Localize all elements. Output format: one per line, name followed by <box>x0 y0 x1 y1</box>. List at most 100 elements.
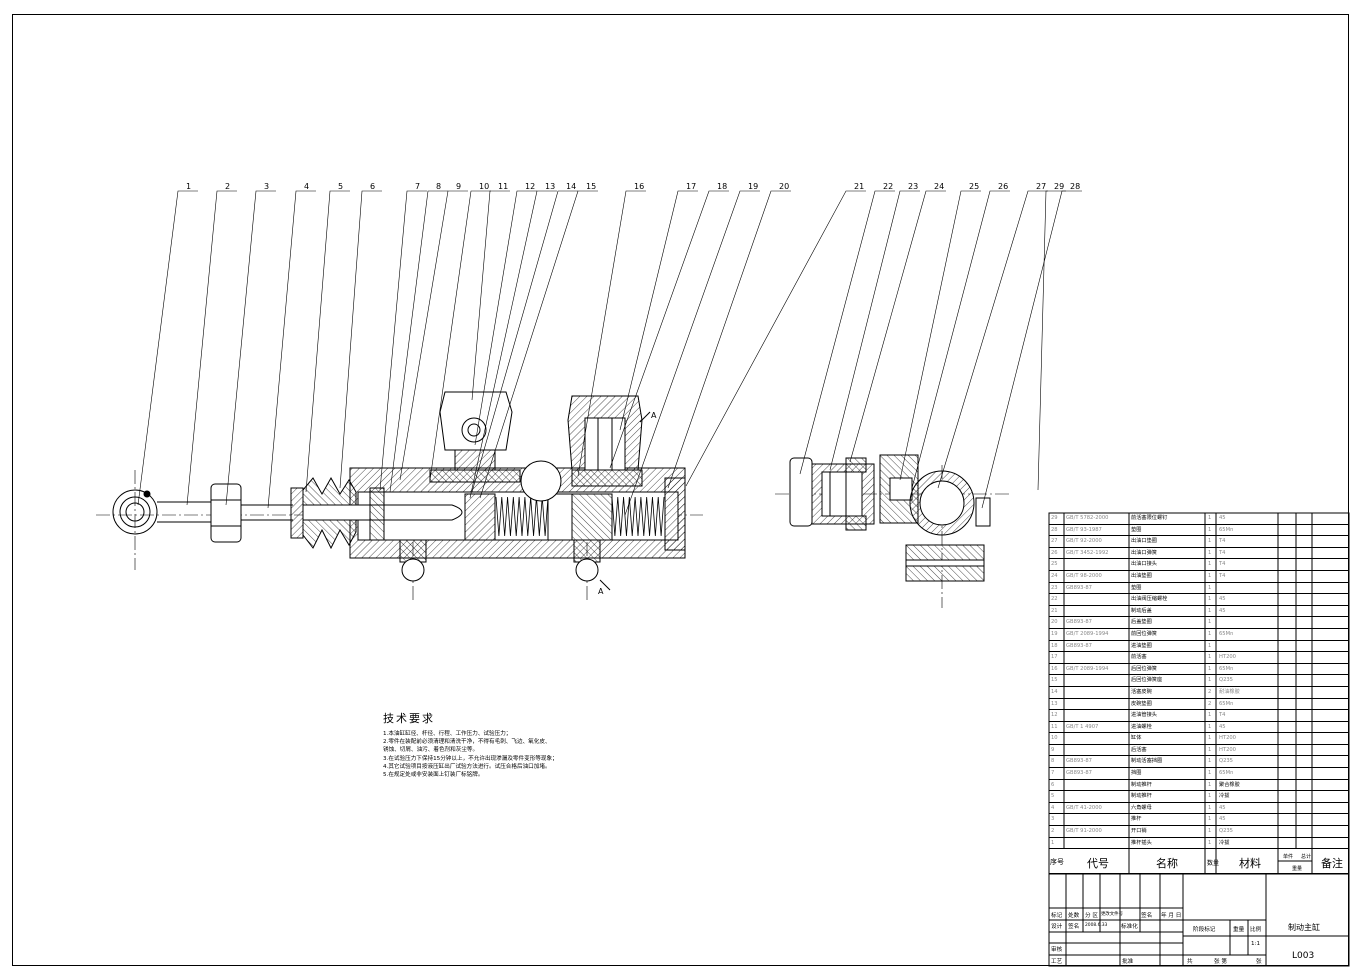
callout-label-20: 20 <box>779 182 789 191</box>
callout-label-2: 2 <box>225 182 230 191</box>
parts-cell-name: 皮碗垫圈 <box>1131 700 1152 707</box>
parts-cell-code: GB893-87 <box>1066 619 1092 626</box>
leader-line-13 <box>469 190 557 499</box>
parts-cell-mat: T4 <box>1219 712 1226 719</box>
leader-line-15 <box>479 190 598 499</box>
parts-cell-mat: T4 <box>1219 572 1226 579</box>
callout-label-3: 3 <box>264 182 269 191</box>
notes-title: 技术要求 <box>383 712 435 725</box>
parts-cell-code: GB/T 91-2000 <box>1066 828 1102 835</box>
parts-cell-no: 19 <box>1051 630 1058 637</box>
parts-cell-mat: HT200 <box>1219 654 1236 661</box>
parts-cell-no: 28 <box>1051 526 1058 533</box>
header-material: 材料 <box>1239 857 1261 870</box>
header-qty: 数量 <box>1207 860 1220 867</box>
leader-line-12 <box>474 190 537 446</box>
note-line: 3.在试验压力下保持15分钟以上，不允许出现渗漏及零件变形等现象； <box>383 755 558 762</box>
piston-rod <box>302 487 463 541</box>
leader-line-5 <box>305 190 350 493</box>
hex-nut <box>210 483 242 543</box>
section-mark-a-top: A <box>651 411 657 420</box>
note-line: 2.零件在装配前必须清理和清洗干净，不得有毛刺、飞边、氧化皮、 <box>383 739 551 746</box>
callout-label-5: 5 <box>338 182 343 191</box>
parts-cell-no: 24 <box>1051 572 1058 579</box>
leader-line-24 <box>849 190 946 463</box>
leader-line-18 <box>609 190 729 469</box>
parts-cell-qty: 1 <box>1208 828 1212 835</box>
callout-label-21: 21 <box>854 182 864 191</box>
callout-label-9: 9 <box>456 182 461 191</box>
leader-line-6 <box>339 190 382 489</box>
parts-cell-name: 出油口垫圈 <box>1131 538 1157 545</box>
parts-cell-code: GB/T 1 4907 <box>1066 723 1099 730</box>
push-rod-eye <box>112 489 212 535</box>
parts-cell-code: GB/T 41-2000 <box>1066 804 1102 811</box>
leader-line-14 <box>471 190 578 493</box>
parts-cell-code: GB/T 98-2000 <box>1066 572 1102 579</box>
tb-design-date: 2008.6.33 <box>1085 923 1108 928</box>
parts-cell-name: 进油管接头 <box>1131 712 1157 719</box>
parts-cell-mat: 65Mn <box>1219 770 1234 777</box>
parts-cell-qty: 2 <box>1208 700 1212 707</box>
parts-cell-no: 15 <box>1051 677 1058 684</box>
rear-piston <box>464 477 686 551</box>
sheet-border <box>12 14 1349 966</box>
parts-cell-name: 挡圈 <box>1131 770 1142 777</box>
leader-line-10 <box>429 190 491 481</box>
callout-label-29: 29 <box>1054 182 1064 191</box>
parts-cell-mat: T4 <box>1219 561 1226 568</box>
parts-cell-name: 缸体 <box>1131 735 1142 742</box>
tb-ratio: 比例 <box>1250 927 1262 933</box>
tb-change-doc: 更改文件号 <box>1101 912 1123 917</box>
parts-cell-mat: 冷拔 <box>1219 793 1230 800</box>
section-mark-a-bottom: A <box>598 587 604 596</box>
parts-cell-name: 后回位弹簧座 <box>1131 677 1163 684</box>
parts-cell-mat: 65Mn <box>1219 526 1234 533</box>
parts-cell-no: 5 <box>1051 793 1055 800</box>
parts-cell-name: 出油垫圈 <box>1131 572 1152 579</box>
parts-cell-no: 17 <box>1051 654 1058 661</box>
tb-standard: 标准化 <box>1121 924 1138 930</box>
callout-label-12: 12 <box>525 182 535 191</box>
parts-cell-mat: HT200 <box>1219 746 1236 753</box>
parts-cell-no: 3 <box>1051 816 1055 823</box>
leader-line-22 <box>799 190 895 475</box>
notes-body: 1.本油缸缸径、杆径、行程、工作压力、试验压力； 2.零件在装配前必须清理和清洗干… <box>383 730 643 779</box>
parts-cell-name: 制动推杆 <box>1131 793 1152 800</box>
parts-cell-no: 2 <box>1051 828 1055 835</box>
callout-label-26: 26 <box>998 182 1008 191</box>
callout-label-1: 1 <box>186 182 191 191</box>
parts-cell-qty: 1 <box>1208 839 1212 846</box>
parts-cell-qty: 1 <box>1208 793 1212 800</box>
parts-cell-mat: 耐油橡胶 <box>1219 688 1240 695</box>
tb-stage: 阶段标记 <box>1193 927 1216 933</box>
parts-cell-no: 25 <box>1051 561 1058 568</box>
parts-cell-name: 出油口弹簧 <box>1131 549 1157 556</box>
parts-cell-no: 27 <box>1051 538 1058 545</box>
parts-cell-mat: 45 <box>1219 607 1226 614</box>
bottom-bosses <box>399 539 601 582</box>
parts-cell-qty: 1 <box>1208 619 1212 626</box>
parts-cell-code: GB/T 92-2000 <box>1066 538 1102 545</box>
parts-cell-name: 前活塞限位螺钉 <box>1131 515 1168 521</box>
parts-cell-qty: 1 <box>1208 804 1212 811</box>
parts-cell-mat: 65Mn <box>1219 700 1234 707</box>
tb-sheets-no: 张 第 <box>1214 959 1227 965</box>
parts-cell-name: 进油螺栓 <box>1131 723 1152 730</box>
callout-label-7: 7 <box>415 182 420 191</box>
technical-requirements: 技术要求 1.本油缸缸径、杆径、行程、工作压力、试验压力； 2.零件在装配前必须清… <box>383 710 643 779</box>
note-line: 1.本油缸缸径、杆径、行程、工作压力、试验压力； <box>383 731 512 737</box>
parts-cell-mat: 45 <box>1219 804 1226 811</box>
